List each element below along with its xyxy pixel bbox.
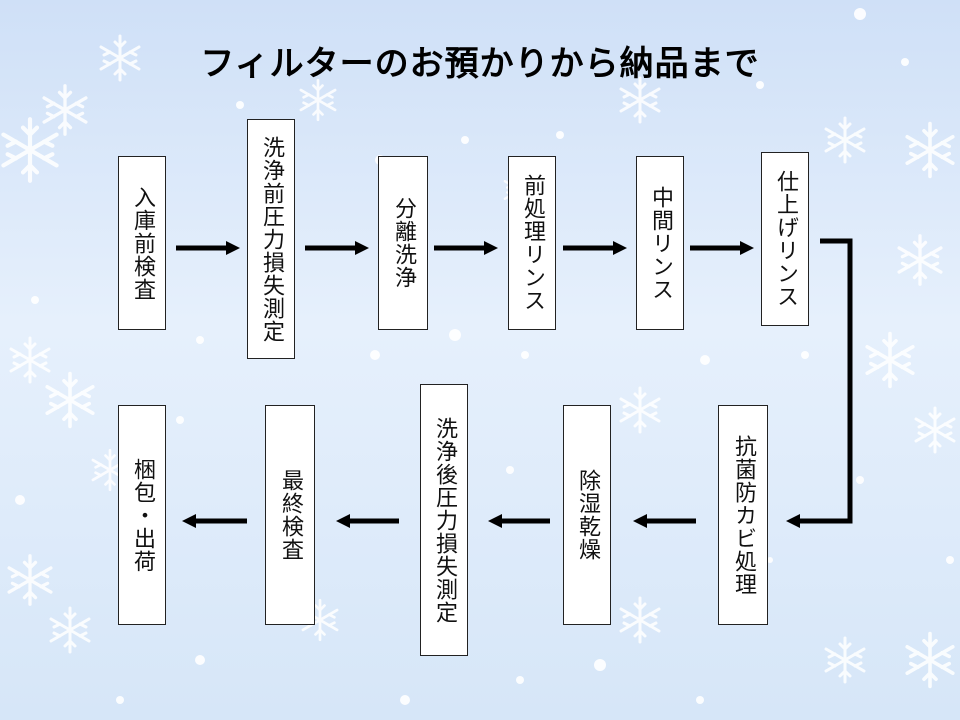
step-intermediate-rinse: 中間リンス — [636, 156, 684, 330]
step-pre-wash-pressure-loss: 洗浄前圧力損失測定 — [247, 119, 295, 359]
arrow-left-icon — [633, 514, 696, 528]
step-label: 洗浄後圧力損失測定 — [432, 416, 457, 624]
step-label: 除湿乾燥 — [575, 469, 600, 561]
step-finish-rinse: 仕上げリンス — [761, 152, 809, 326]
step-label: 前処理リンス — [520, 174, 545, 312]
step-label: 中間リンス — [648, 185, 673, 301]
step-label: 入庫前検査 — [130, 185, 155, 301]
step-incoming-inspection: 入庫前検査 — [118, 156, 166, 330]
step-label: 抗菌防カビ処理 — [731, 434, 756, 596]
arrow-right-icon — [434, 241, 498, 255]
step-label: 洗浄前圧力損失測定 — [259, 135, 284, 343]
step-label: 仕上げリンス — [773, 170, 798, 308]
arrow-right-icon — [563, 241, 627, 255]
arrow-right-icon — [305, 241, 369, 255]
step-post-wash-pressure-loss: 洗浄後圧力損失測定 — [420, 384, 468, 656]
arrow-right-icon — [690, 241, 754, 255]
page-title: フィルターのお預かりから納品まで — [200, 44, 760, 84]
arrow-left-icon — [182, 514, 247, 528]
arrow-right-icon — [176, 241, 240, 255]
step-label: 最終検査 — [278, 469, 303, 561]
connector-arrow-icon — [786, 238, 853, 528]
step-antibacterial-treatment: 抗菌防カビ処理 — [718, 405, 768, 625]
step-label: 梱包・出荷 — [130, 457, 155, 573]
step-final-inspection: 最終検査 — [265, 405, 315, 625]
arrow-left-icon — [336, 514, 399, 528]
step-pre-rinse: 前処理リンス — [508, 156, 556, 330]
step-dehumidify-dry: 除湿乾燥 — [563, 405, 611, 625]
step-separation-wash: 分離洗浄 — [378, 156, 428, 330]
arrow-left-icon — [488, 514, 550, 528]
step-packing-shipping: 梱包・出荷 — [118, 405, 166, 625]
step-label: 分離洗浄 — [391, 197, 416, 289]
